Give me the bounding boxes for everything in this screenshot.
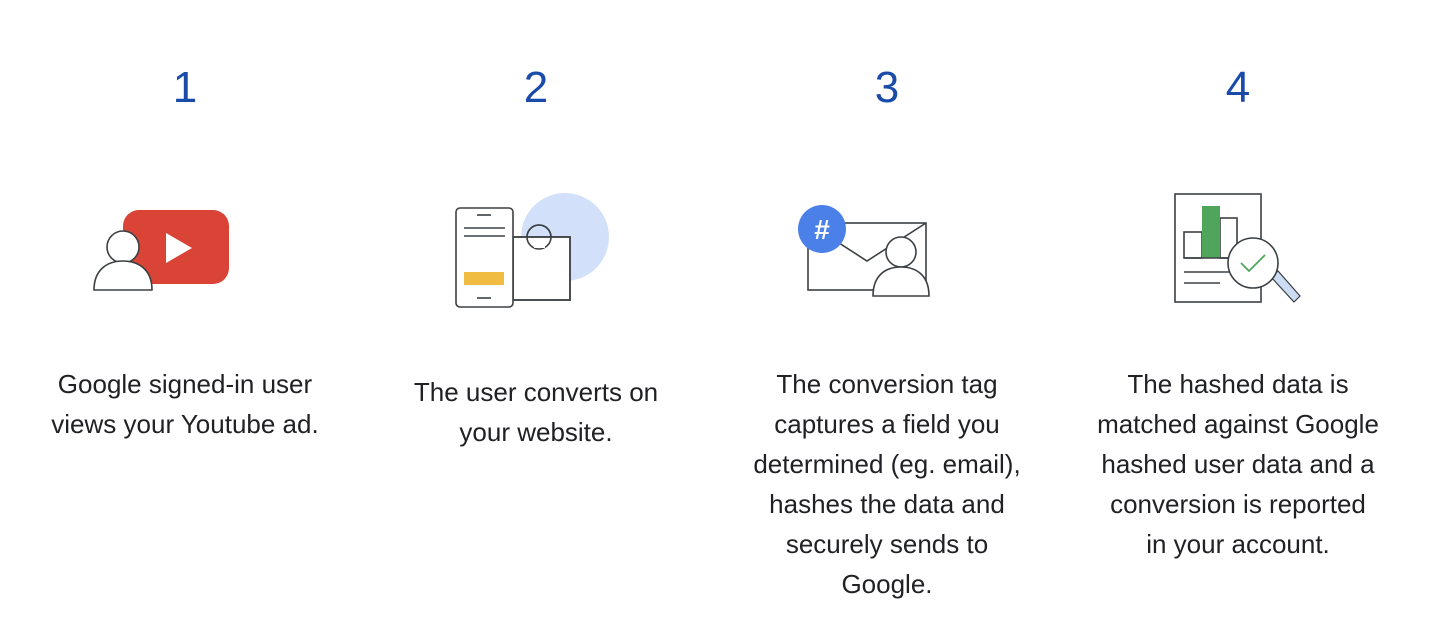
hashed-email-user-icon: # (787, 185, 987, 315)
desc-line: matched against Google (1097, 409, 1379, 439)
desc-line: views your Youtube ad. (51, 409, 319, 439)
user-youtube-icon (85, 185, 285, 315)
desc-line: The hashed data is (1127, 369, 1349, 399)
desc-line: captures a field you (774, 409, 1000, 439)
step-number: 1 (172, 63, 198, 112)
desc-line: Google signed-in user (57, 369, 313, 399)
report-magnifier-check-icon (1138, 185, 1338, 315)
step-description: The user converts on your website. (361, 372, 711, 452)
desc-line: your website. (459, 417, 613, 447)
desc-line: hashes the data and (769, 489, 1005, 519)
step-1: 1 Google signed-in user views your Youtu… (10, 0, 360, 634)
desc-line: The conversion tag (776, 369, 998, 399)
desc-line: in your account. (1146, 529, 1330, 559)
desc-line: determined (eg. email), (753, 449, 1021, 479)
step-number: 3 (874, 63, 900, 112)
desc-line: Google. (841, 569, 933, 599)
desc-line: securely sends to (785, 529, 989, 559)
phone-shopping-bag-icon (436, 185, 636, 315)
desc-line: conversion is reported (1110, 489, 1366, 519)
desc-line: hashed user data and a (1101, 449, 1375, 479)
step-3: 3 # The conversion tag captures a field … (712, 0, 1062, 634)
step-description: Google signed-in user views your Youtube… (10, 364, 360, 444)
step-2: 2 The user converts on your website. (361, 0, 711, 634)
step-number: 2 (523, 63, 549, 112)
step-4: 4 The hashed data is matched against Goo… (1063, 0, 1413, 634)
step-description: The conversion tag captures a field you … (712, 364, 1062, 604)
step-description: The hashed data is matched against Googl… (1063, 364, 1413, 564)
desc-line: The user converts on (413, 377, 659, 407)
svg-text:#: # (814, 214, 830, 245)
step-number: 4 (1225, 63, 1251, 112)
